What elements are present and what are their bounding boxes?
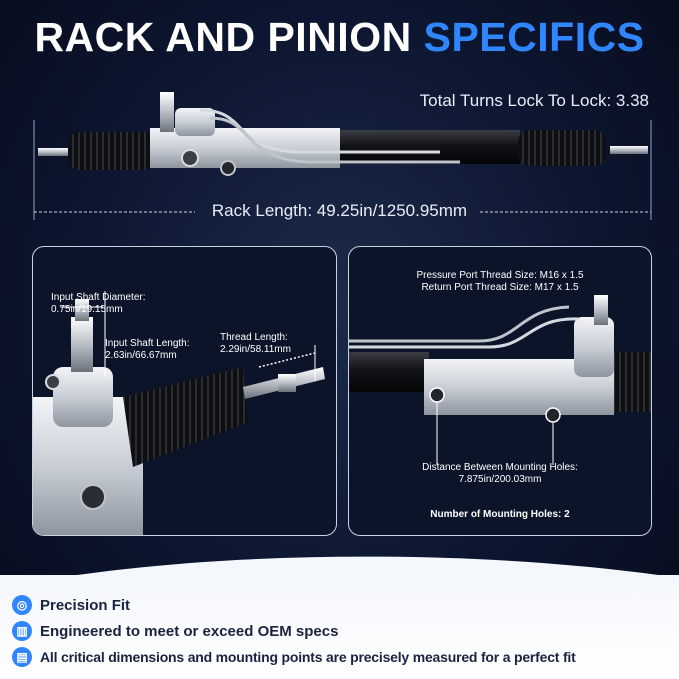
pressure-port-thread: Pressure Port Thread Size: M16 x 1.5	[416, 270, 584, 281]
input-shaft-diameter-value: 0.75in/19.15mm	[51, 304, 123, 315]
turns-lock-to-lock: Total Turns Lock To Lock: 3.38	[419, 91, 649, 110]
factory-icon: ▥	[12, 621, 32, 641]
feature-text: Precision Fit	[40, 596, 131, 614]
title-main: RACK AND PINION	[34, 14, 412, 60]
full-rack-illustration	[0, 70, 679, 230]
title-accent: SPECIFICS	[423, 14, 645, 60]
feature-item: ◎ Precision Fit	[12, 595, 130, 615]
input-shaft-panel: Input Shaft Diameter: 0.75in/19.15mm Inp…	[32, 246, 337, 536]
input-shaft-diameter-label: Input Shaft Diameter:	[51, 292, 146, 303]
thread-length-value: 2.29in/58.11mm	[220, 344, 291, 355]
input-shaft-length-label: Input Shaft Length:	[105, 338, 190, 349]
features-section: ◎ Precision Fit ▥ Engineered to meet or …	[0, 575, 679, 679]
return-port-thread: Return Port Thread Size: M17 x 1.5	[421, 282, 579, 293]
mounting-distance-value: 7.875in/200.03mm	[458, 474, 542, 485]
mounting-distance-label: Distance Between Mounting Holes:	[422, 462, 578, 473]
ruler-icon: ▤	[12, 647, 32, 667]
mounting-drawing	[349, 295, 651, 465]
rack-length: Rack Length: 49.25in/1250.95mm	[211, 201, 468, 220]
feature-item: ▤ All critical dimensions and mounting p…	[12, 647, 576, 667]
page-title: RACK AND PINION SPECIFICS	[0, 14, 679, 61]
thread-length-label: Thread Length:	[220, 332, 288, 343]
rack-drawing	[33, 92, 652, 220]
input-shaft-length-value: 2.63in/66.67mm	[105, 350, 177, 361]
target-icon: ◎	[12, 595, 32, 615]
mounting-holes-count: Number of Mounting Holes: 2	[430, 509, 570, 520]
input-shaft-drawing	[33, 291, 325, 535]
feature-item: ▥ Engineered to meet or exceed OEM specs	[12, 621, 338, 641]
mounting-panel: Pressure Port Thread Size: M16 x 1.5 Ret…	[348, 246, 652, 536]
feature-text: Engineered to meet or exceed OEM specs	[40, 622, 339, 640]
feature-text: All critical dimensions and mounting poi…	[40, 649, 576, 665]
